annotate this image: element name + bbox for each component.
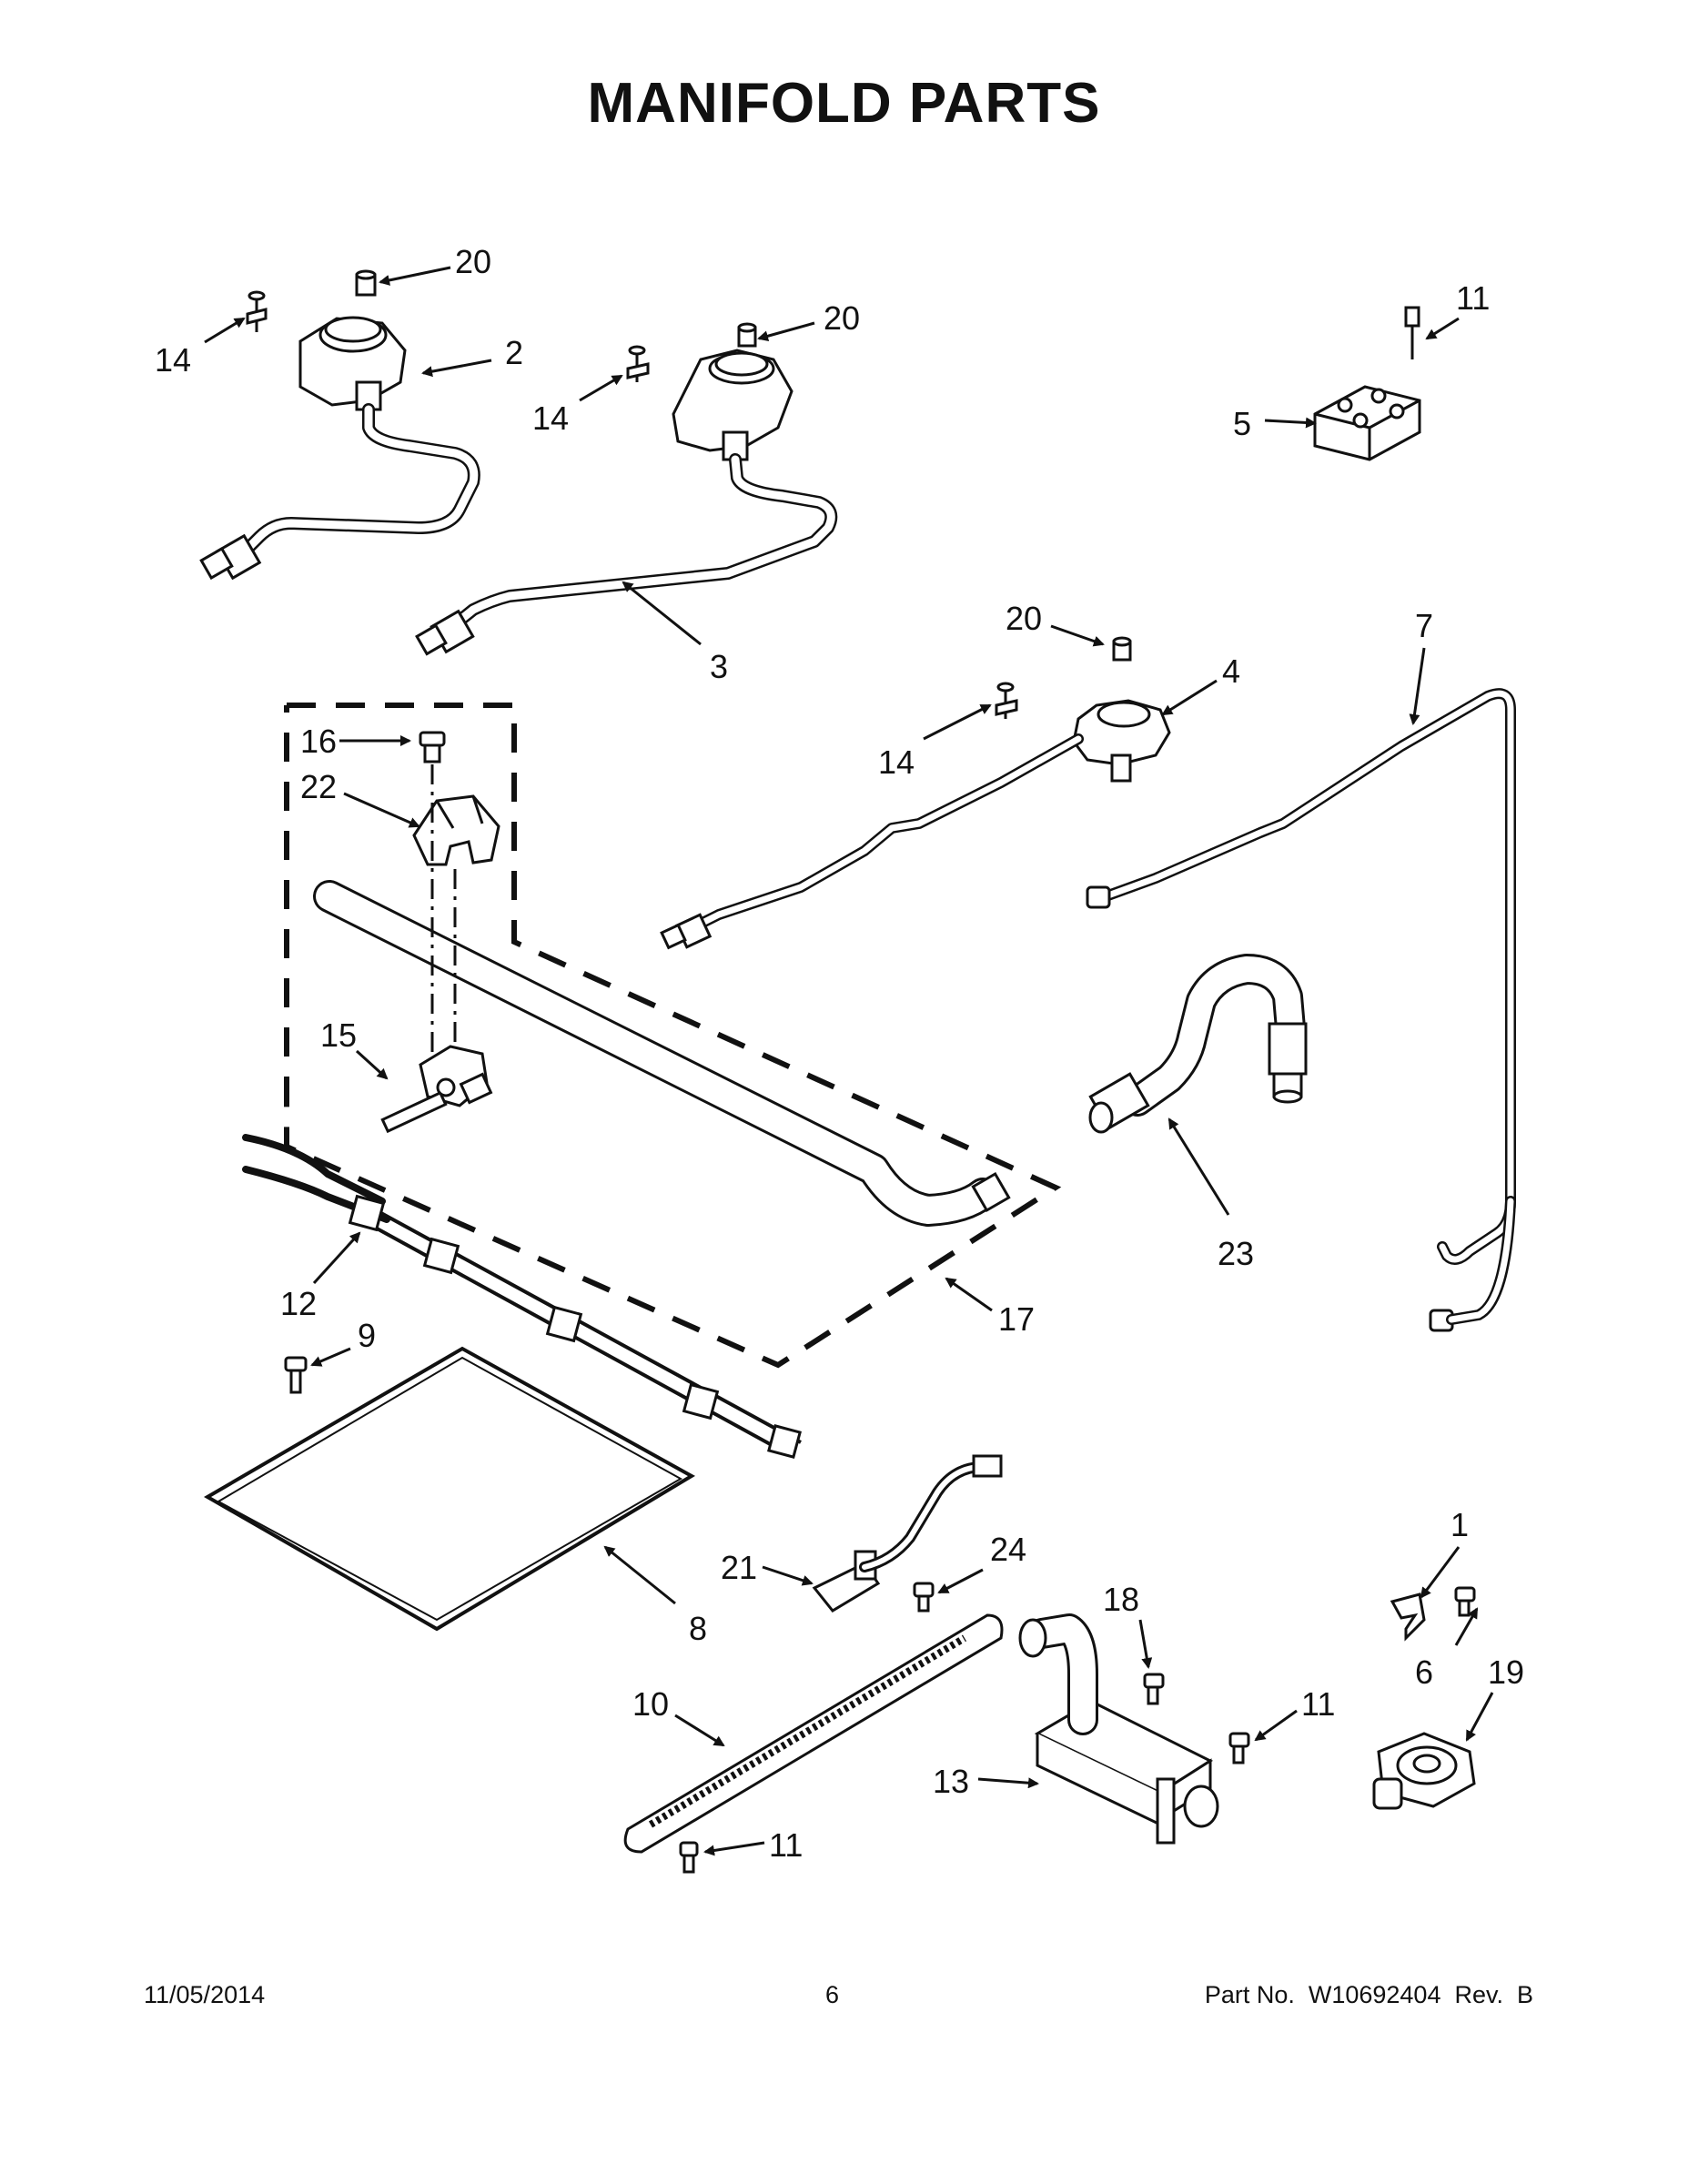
- part-13-bracket: [1034, 1700, 1214, 1845]
- callout-1: 1: [1450, 1506, 1469, 1543]
- callout-21: 21: [721, 1549, 757, 1586]
- callout-3: 3: [710, 648, 728, 685]
- part-20-cap-a: [355, 269, 377, 297]
- part-20-cap-b: [737, 322, 757, 348]
- part-14-igniter-a: [246, 290, 268, 332]
- part-9-screw: [284, 1356, 308, 1394]
- callout-labels: 20 2 14 20 14 3 11 5 20 4 7 14 16 22 15 …: [155, 243, 1524, 1864]
- part-10-burner-tube: [623, 1613, 1004, 1854]
- part-4-fitting: [660, 913, 713, 950]
- part-2-tube: [235, 403, 480, 561]
- callout-4: 4: [1222, 652, 1240, 690]
- part-5-terminal-block: [1313, 385, 1421, 461]
- part-2-burner-base: [298, 316, 407, 411]
- part-4-burner-base: [1072, 699, 1171, 783]
- part-24-screw: [913, 1582, 935, 1613]
- callout-10: 10: [632, 1685, 669, 1723]
- callout-20: 20: [824, 299, 860, 337]
- callout-14: 14: [878, 743, 915, 781]
- part-22-bracket: [412, 794, 500, 866]
- callout-11: 11: [769, 1826, 803, 1864]
- part-17-pipe-end: [971, 1171, 1011, 1213]
- callout-19: 19: [1488, 1653, 1524, 1691]
- callout-22: 22: [300, 768, 337, 805]
- part-11-screw-c: [1228, 1732, 1250, 1764]
- part-3-burner-base: [672, 349, 793, 461]
- part-6-screw: [1454, 1586, 1476, 1617]
- part-11-screw-b: [679, 1841, 699, 1874]
- leader-arrows: [204, 266, 1494, 1856]
- callout-13: 13: [933, 1763, 969, 1800]
- callout-15: 15: [320, 1016, 357, 1054]
- footer-part-number: Part No. W10692404 Rev. B: [1204, 1981, 1533, 2008]
- callout-8: 8: [689, 1610, 707, 1647]
- footer-date: 11/05/2014: [144, 1981, 266, 2008]
- part-13-fittings: [1018, 1618, 1219, 1828]
- callout-14: 14: [155, 341, 191, 379]
- part-7-fittings: [1086, 885, 1454, 1332]
- part-7-gas-line: [1100, 688, 1516, 1265]
- callout-18: 18: [1103, 1581, 1139, 1618]
- part-15-valve: [380, 1045, 493, 1134]
- part-21-wire: [859, 1461, 993, 1572]
- part-11-screw-a: [1404, 306, 1420, 359]
- part-3-tube: [444, 453, 838, 634]
- part-20-cap-c: [1112, 636, 1132, 662]
- footer-page-number: 6: [825, 1981, 840, 2008]
- callout-20: 20: [1006, 600, 1042, 637]
- part-23-ends: [1088, 1022, 1308, 1134]
- part-16-screw: [419, 731, 446, 763]
- page-title: MANIFOLD PARTS: [587, 72, 1101, 135]
- part-12-clips: [348, 1194, 802, 1459]
- part-14-igniter-b: [626, 345, 650, 382]
- callout-9: 9: [358, 1317, 376, 1354]
- callout-17: 17: [998, 1300, 1035, 1338]
- callout-12: 12: [280, 1285, 317, 1322]
- callout-14: 14: [532, 399, 569, 437]
- callout-23: 23: [1218, 1235, 1254, 1272]
- callout-24: 24: [990, 1531, 1026, 1568]
- part-1-bracket: [1390, 1592, 1426, 1642]
- callout-20: 20: [455, 243, 491, 280]
- part-3-fitting: [415, 609, 475, 656]
- callout-2: 2: [505, 334, 523, 371]
- callout-11: 11: [1456, 279, 1490, 317]
- callout-7: 7: [1415, 607, 1433, 644]
- callout-6: 6: [1415, 1653, 1433, 1691]
- part-21-connector: [972, 1454, 1003, 1478]
- callout-16: 16: [300, 723, 337, 760]
- callout-5: 5: [1233, 405, 1251, 442]
- part-12-wire: [242, 1134, 390, 1223]
- part-8-sheet: [204, 1346, 695, 1632]
- part-17-manifold-box: [284, 703, 1062, 1369]
- part-14-igniter-c: [995, 682, 1018, 719]
- part-2-fitting: [199, 533, 262, 581]
- part-18-screw: [1143, 1673, 1165, 1705]
- callout-11: 11: [1301, 1685, 1335, 1723]
- part-19-regulator: [1372, 1732, 1476, 1810]
